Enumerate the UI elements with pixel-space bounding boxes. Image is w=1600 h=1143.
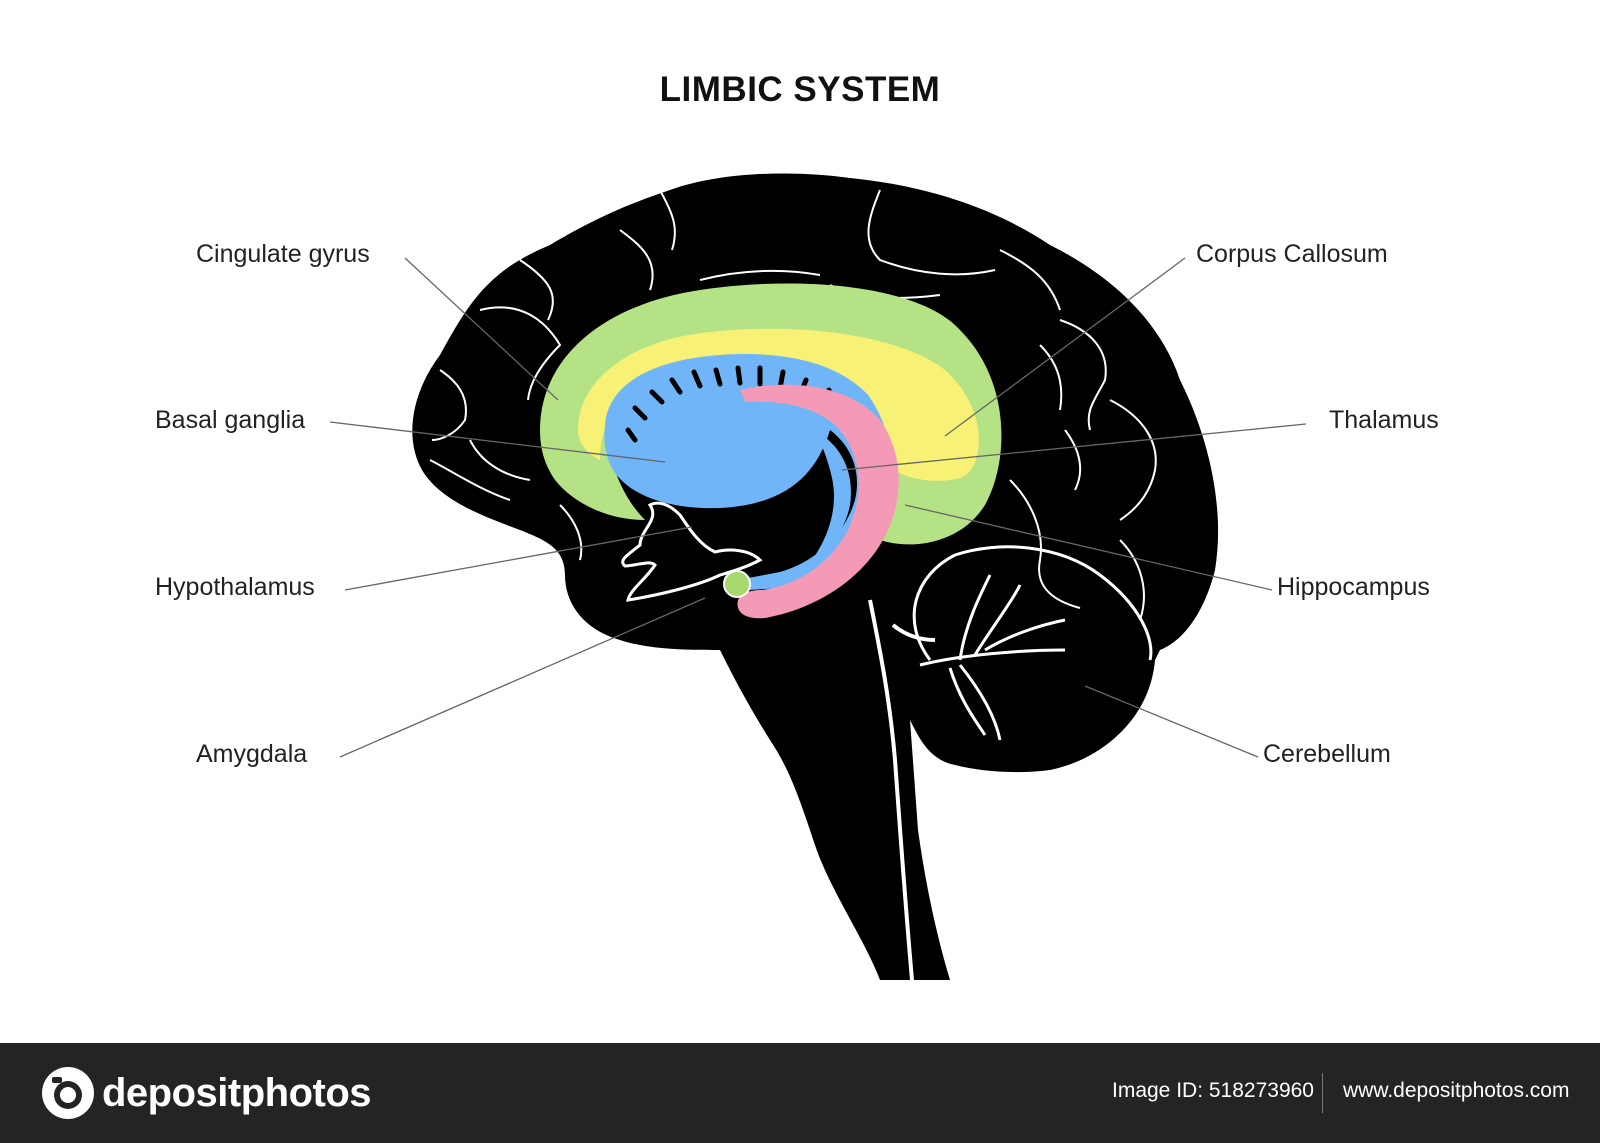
hippocampus-shape bbox=[737, 384, 899, 619]
label-corpus-callosum: Corpus Callosum bbox=[1196, 240, 1388, 268]
label-thalamus: Thalamus bbox=[1329, 406, 1439, 434]
footer-divider bbox=[1322, 1073, 1323, 1113]
amygdala-shape bbox=[723, 570, 751, 598]
site-url-link[interactable]: www.depositphotos.com bbox=[1343, 1079, 1570, 1102]
brain-diagram bbox=[329, 173, 1307, 981]
camera-icon bbox=[42, 1067, 94, 1119]
label-hippocampus: Hippocampus bbox=[1277, 573, 1430, 601]
cerebellum-outline bbox=[912, 545, 1153, 661]
hypothalamus-outline bbox=[621, 501, 763, 602]
hippocampus-inner bbox=[812, 430, 851, 560]
cerebellum-tree bbox=[919, 574, 1066, 741]
diagram-title: LIMBIC SYSTEM bbox=[659, 70, 941, 109]
label-hypothalamus: Hypothalamus bbox=[155, 573, 315, 601]
brainstem-fork bbox=[891, 623, 936, 642]
label-cingulate-gyrus: Cingulate gyrus bbox=[196, 240, 370, 268]
brand-name: depositphotos bbox=[102, 1070, 372, 1115]
footer-bar: depositphotos Image ID: 518273960 www.de… bbox=[0, 1043, 1600, 1143]
label-amygdala: Amygdala bbox=[196, 740, 308, 768]
label-cerebellum: Cerebellum bbox=[1263, 740, 1391, 768]
image-id-text: Image ID: 518273960 bbox=[1112, 1079, 1314, 1102]
brainstem-line bbox=[868, 599, 914, 981]
leader-lines bbox=[329, 257, 1307, 758]
label-basal-ganglia: Basal ganglia bbox=[155, 406, 306, 434]
brand-logo[interactable]: depositphotos bbox=[40, 1063, 372, 1123]
